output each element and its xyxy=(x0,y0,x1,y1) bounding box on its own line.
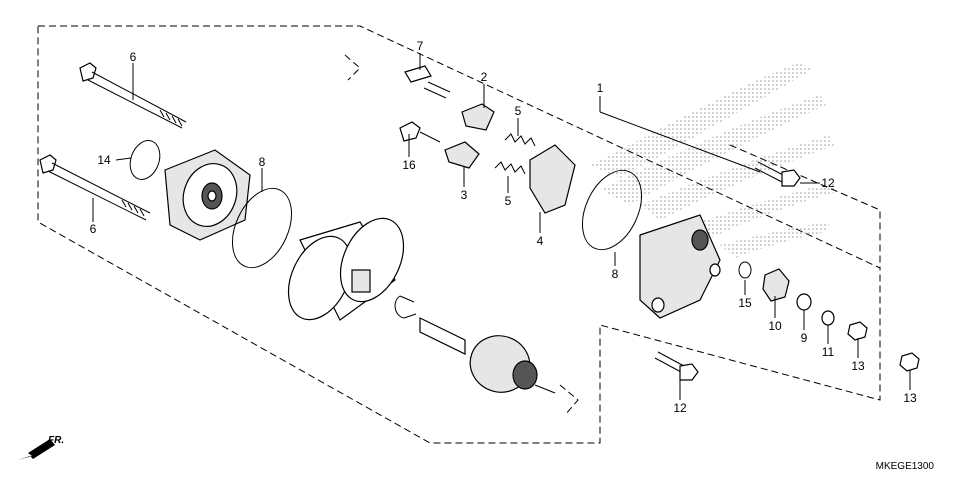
nut-13-lower xyxy=(899,352,920,372)
o-ring-8-right xyxy=(581,169,643,251)
callout-10: 10 xyxy=(768,319,782,333)
front-arrow: FR. xyxy=(18,435,64,460)
o-ring-14 xyxy=(129,140,161,180)
callout-9: 9 xyxy=(801,331,808,345)
callout-15: 15 xyxy=(738,296,752,310)
front-cover xyxy=(164,149,251,241)
bolt-7 xyxy=(404,65,451,99)
clip xyxy=(394,295,417,319)
washer-11 xyxy=(821,310,835,326)
spring-5-upper xyxy=(504,133,536,147)
callout-14: 14 xyxy=(97,153,111,167)
wing-watermark xyxy=(590,62,836,258)
callout-1: 1 xyxy=(597,81,604,95)
brush-2 xyxy=(461,103,495,131)
washer-15 xyxy=(738,261,752,279)
assembly-outline xyxy=(37,25,881,444)
callout-11: 11 xyxy=(822,345,835,359)
bolt-6-lower xyxy=(39,154,151,221)
callout-16: 16 xyxy=(402,158,416,172)
spring-5-lower xyxy=(494,161,526,175)
leader-lines xyxy=(92,53,911,400)
armature xyxy=(419,317,556,394)
callout-8-right: 8 xyxy=(612,267,619,281)
callout-13-lower: 13 xyxy=(903,391,917,405)
callout-5-upper: 5 xyxy=(515,104,522,118)
callout-6-upper: 6 xyxy=(130,50,137,64)
callout-6-lower: 6 xyxy=(90,222,97,236)
callout-7: 7 xyxy=(417,39,424,53)
diagram-code: MKEGE1300 xyxy=(876,461,935,472)
washer-9 xyxy=(796,293,812,311)
callout-12-right: 12 xyxy=(821,176,835,190)
gear-10 xyxy=(762,268,790,302)
nut-13-upper xyxy=(847,321,868,341)
callout-13-upper: 13 xyxy=(851,359,865,373)
o-ring-8-left xyxy=(231,187,293,269)
callout-3: 3 xyxy=(461,188,468,202)
brush-3 xyxy=(444,141,480,169)
callout-8-left: 8 xyxy=(259,155,266,169)
callout-4: 4 xyxy=(537,234,544,248)
brush-plate-4 xyxy=(529,144,576,214)
callout-2: 2 xyxy=(481,70,488,84)
callout-5-lower: 5 xyxy=(505,194,512,208)
callout-12-lower: 12 xyxy=(673,401,687,415)
bolt-12-right xyxy=(754,161,801,187)
yoke-housing xyxy=(287,217,405,321)
bolt-6-upper xyxy=(79,62,187,129)
rear-cover xyxy=(639,214,721,319)
front-label: FR. xyxy=(48,435,64,446)
bolt-12-lower xyxy=(654,351,699,381)
bolt-16 xyxy=(399,121,441,143)
